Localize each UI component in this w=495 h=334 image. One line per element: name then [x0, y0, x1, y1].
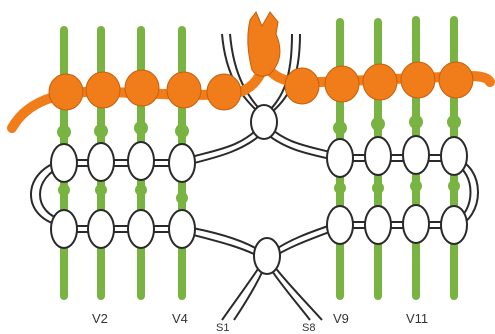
ladder-node: [50, 143, 78, 183]
ladder-nodes: [50, 104, 468, 275]
label-v2: V2: [92, 311, 108, 326]
central-fiber: [269, 267, 311, 321]
label-s8: S8: [302, 322, 315, 334]
green-beads: [57, 115, 461, 204]
bead: [95, 184, 107, 196]
ganglion: [400, 61, 436, 99]
ladder-node: [402, 204, 430, 244]
ladder-node: [364, 205, 392, 245]
ganglion: [85, 71, 121, 109]
bead: [58, 184, 70, 196]
central-top-node: [250, 104, 278, 140]
bead: [371, 117, 385, 131]
ganglion: [48, 73, 84, 111]
ganglion: [124, 69, 160, 107]
ladder-node: [402, 135, 430, 175]
bead: [134, 121, 148, 135]
ladder-node: [50, 209, 78, 249]
ladder-node: [440, 136, 468, 176]
ladder-node: [326, 205, 354, 245]
ganglion: [166, 71, 202, 109]
central-fiber: [233, 267, 265, 321]
bead: [135, 184, 147, 196]
bead: [176, 192, 188, 204]
central-bottom-node: [253, 237, 281, 275]
ladder-node: [168, 143, 196, 183]
bead: [175, 124, 189, 138]
ladder-node: [127, 209, 155, 249]
label-v9: V9: [333, 311, 349, 326]
label-v11: V11: [406, 311, 428, 326]
ladder-node: [168, 209, 196, 249]
bead: [409, 115, 423, 129]
label-s1: S1: [216, 322, 229, 334]
ganglion: [362, 63, 398, 101]
ganglion: [324, 65, 360, 103]
bead: [334, 182, 346, 194]
bead: [333, 121, 347, 135]
label-v4: V4: [172, 311, 188, 326]
ladder-node: [364, 136, 392, 176]
ladder-node: [87, 142, 115, 182]
bead: [94, 124, 108, 138]
ganglion-chain: [7, 11, 495, 133]
ganglion: [438, 61, 474, 99]
ladder-node: [87, 209, 115, 249]
central-fiber: [273, 265, 323, 321]
bead: [410, 180, 422, 192]
ladder-node: [127, 141, 155, 181]
bottom-labels: V2 V4 S1 S8 V9 V11: [92, 311, 428, 334]
ganglion: [206, 73, 242, 111]
bead: [372, 182, 384, 194]
ladder-node: [440, 205, 468, 245]
central-fiber: [221, 265, 261, 321]
bead: [447, 115, 461, 129]
bead: [57, 125, 71, 139]
ganglion-top-node: [247, 11, 281, 77]
ladder-node: [326, 138, 354, 178]
bead: [448, 180, 460, 192]
ganglion: [284, 67, 320, 105]
